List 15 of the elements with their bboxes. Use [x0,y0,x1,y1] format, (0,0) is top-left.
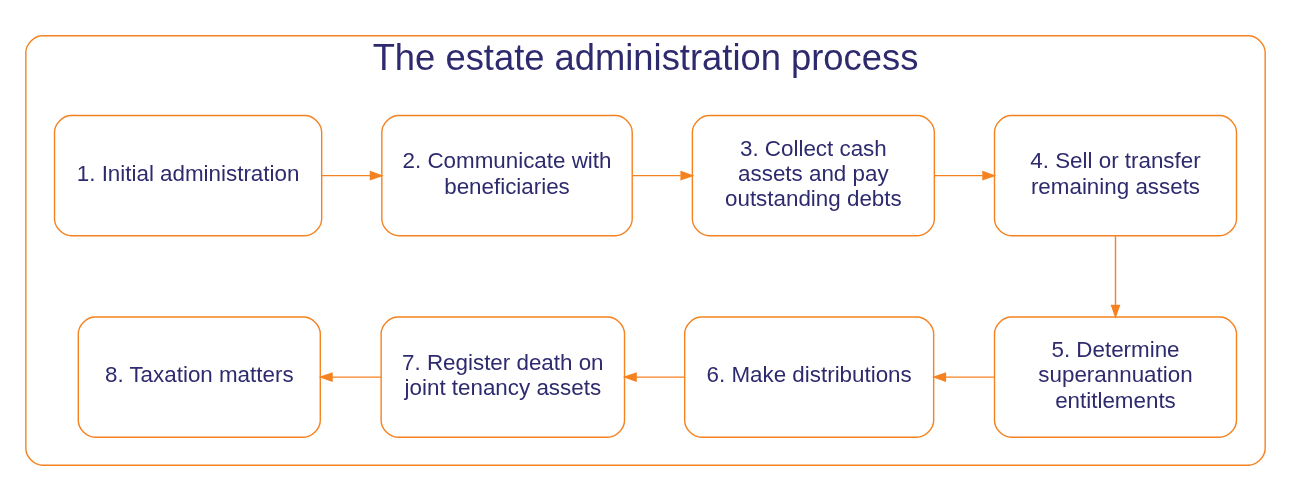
node-box: 8. Taxation matters [77,316,321,438]
node-box: 7. Register death on joint tenancy assets [380,316,626,438]
node-box: 4. Sell or transfer remaining assets [993,114,1238,237]
arrow [631,170,695,181]
arrow [318,372,382,382]
node-box: 2. Communicate with beneficiaries [381,114,633,237]
arrow [934,170,997,181]
node-box: 6. Make distributions [683,316,935,438]
node-box: 3. Collect cash assets and pay outstanding debts [691,114,936,237]
node-box: 5. Determine superannuation entitlements [993,316,1238,438]
arrow [321,170,384,181]
arrow [622,372,686,382]
arrow [932,372,996,382]
arrow [1110,235,1121,319]
node-box: 1. Initial administration [53,114,323,237]
